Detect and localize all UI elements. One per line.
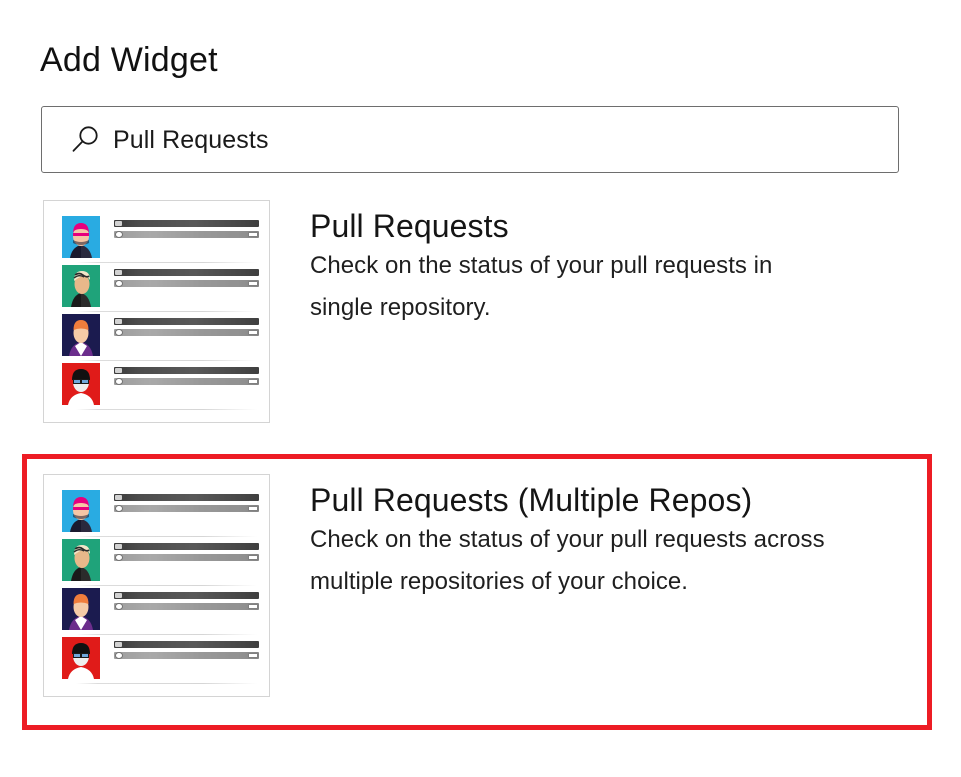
avatar-icon bbox=[62, 265, 100, 307]
widget-description: Check on the status of your pull request… bbox=[310, 252, 773, 321]
thumbnail-list-item bbox=[62, 362, 259, 410]
widget-option-pull-requests[interactable]: Pull Requests Check on the status of you… bbox=[43, 200, 903, 423]
widget-thumbnail bbox=[43, 474, 270, 697]
widget-description: Check on the status of your pull request… bbox=[310, 526, 825, 595]
widget-title: Pull Requests (Multiple Repos) bbox=[310, 482, 753, 518]
avatar-icon bbox=[62, 637, 100, 679]
search-input[interactable] bbox=[113, 119, 898, 160]
thumbnail-list-item bbox=[62, 313, 259, 361]
thumbnail-text-lines bbox=[114, 318, 259, 336]
thumbnail-text-lines bbox=[114, 494, 259, 512]
thumbnail-text-lines bbox=[114, 220, 259, 238]
thumbnail-text-lines bbox=[114, 543, 259, 561]
avatar-icon bbox=[62, 363, 100, 405]
thumbnail-text-lines bbox=[114, 641, 259, 659]
thumbnail-text-lines bbox=[114, 367, 259, 385]
widget-title: Pull Requests bbox=[310, 208, 509, 244]
thumbnail-list-item bbox=[62, 538, 259, 586]
thumbnail-text-lines bbox=[114, 592, 259, 610]
avatar-icon bbox=[62, 539, 100, 581]
widget-text-block: Pull Requests (Multiple Repos) Check on … bbox=[310, 474, 903, 603]
page-title: Add Widget bbox=[40, 41, 218, 79]
thumbnail-list-item bbox=[62, 489, 259, 537]
widget-text-block: Pull Requests Check on the status of you… bbox=[310, 200, 903, 329]
thumbnail-list-item bbox=[62, 264, 259, 312]
thumbnail-list-item bbox=[62, 587, 259, 635]
search-icon bbox=[72, 125, 98, 152]
avatar-icon bbox=[62, 216, 100, 258]
thumbnail-list-item bbox=[62, 215, 259, 263]
avatar-icon bbox=[62, 588, 100, 630]
thumbnail-list-item bbox=[62, 636, 259, 684]
widget-thumbnail bbox=[43, 200, 270, 423]
thumbnail-text-lines bbox=[114, 269, 259, 287]
avatar-icon bbox=[62, 314, 100, 356]
widget-option-pull-requests-multiple-repos[interactable]: Pull Requests (Multiple Repos) Check on … bbox=[43, 474, 903, 697]
avatar-icon bbox=[62, 490, 100, 532]
widget-search-box[interactable] bbox=[41, 106, 899, 173]
